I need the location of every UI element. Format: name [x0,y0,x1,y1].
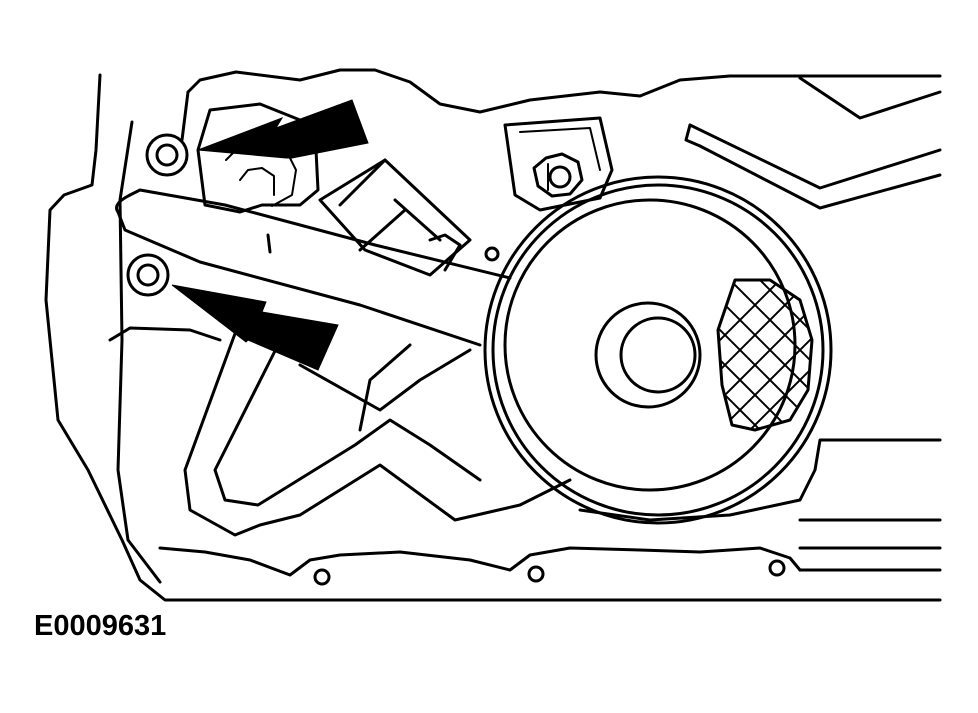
mount-bracket [503,116,614,212]
lower-flange [158,246,942,586]
hex-bolt-right [532,152,584,198]
figure-id-label: E0009631 [34,610,167,642]
pump-pulley [483,175,833,525]
arrow-upper [197,99,369,159]
hatched-cutout [716,278,814,432]
upper-right-ridges [684,76,942,210]
bolt-upper-left [145,133,189,177]
housing-outline [44,68,942,602]
bolt-lower-left [126,253,170,297]
arrow-lower [171,284,339,371]
ribbed-cover [108,158,572,537]
coolant-tube [115,188,512,347]
